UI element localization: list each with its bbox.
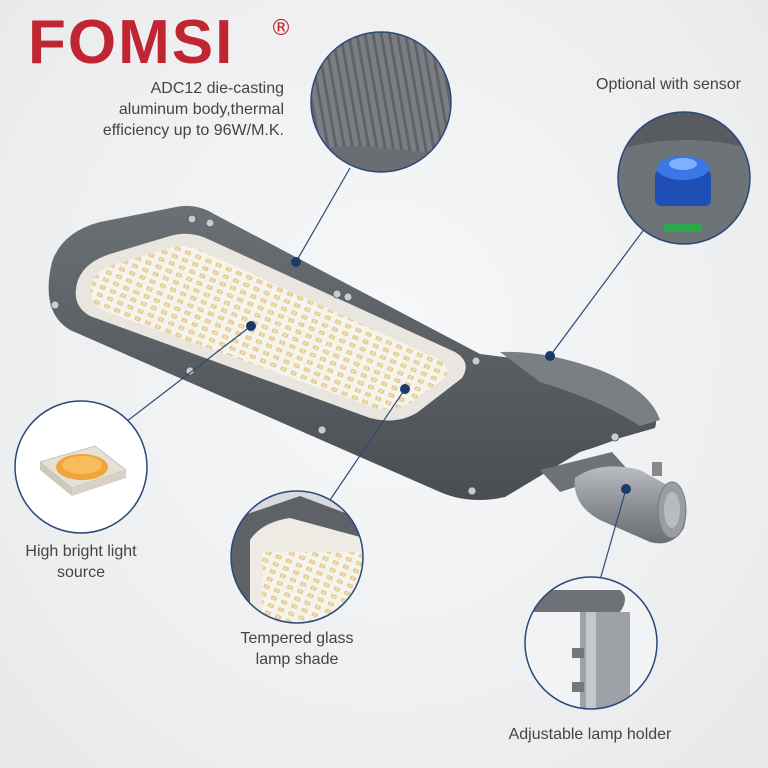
callout-lines: [117, 167, 646, 581]
callout-sensor-text: Optional with sensor: [596, 76, 741, 93]
detail-circle-holder: [524, 576, 658, 710]
callout-dots: [246, 257, 631, 494]
callout-body-text: ADC12 die-casting aluminum body,thermal …: [102, 80, 284, 139]
detail-circle-sensor: [617, 111, 751, 245]
detail-circle-glass: [230, 490, 364, 624]
callout-light-source-text: High bright light source: [25, 543, 137, 581]
callout-glass-text: Tempered glass lamp shade: [240, 630, 354, 668]
detail-circle-led-chip: [14, 400, 148, 534]
street-light-housing: [48, 205, 687, 544]
brand-name: FOMSI: [28, 8, 235, 77]
detail-circle-heatsink: [310, 31, 452, 173]
registered-mark: ®: [270, 16, 292, 41]
callout-holder-text: Adjustable lamp holder: [508, 726, 672, 743]
